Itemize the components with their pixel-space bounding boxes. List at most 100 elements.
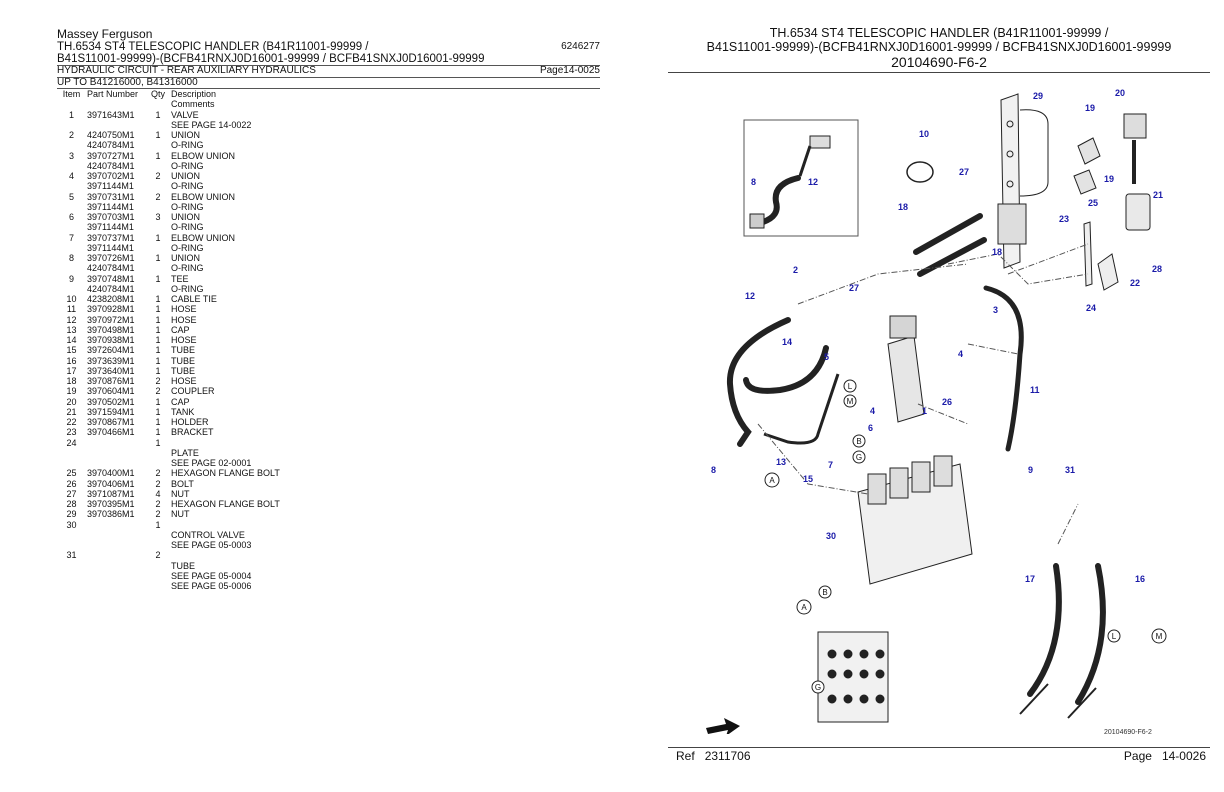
tank	[1125, 193, 1151, 231]
cell-item: 5	[68, 191, 74, 202]
table-row: SEE PAGE 02-0001	[57, 458, 600, 468]
cell-item: 9	[68, 273, 74, 284]
cell-qty: 1	[155, 150, 161, 161]
cell-item	[57, 202, 86, 212]
cell-item	[57, 571, 86, 581]
cell-desc: O-RING	[171, 222, 204, 233]
cell-qty: 1	[155, 253, 161, 263]
cell-item: 23	[66, 427, 77, 438]
cell-qty: 1	[155, 437, 161, 448]
callout-19b: 19	[1104, 174, 1114, 184]
cell-qty	[146, 181, 170, 191]
cell-qty: 1	[155, 345, 161, 356]
section-title: HYDRAULIC CIRCUIT - REAR AUXILIARY HYDRA…	[57, 65, 316, 76]
cell-part: 3973640M1	[87, 365, 135, 376]
cell-item: 10	[66, 294, 77, 304]
cell-qty	[146, 540, 170, 550]
footer: Ref 2311706 Page 14-0026	[676, 749, 1206, 763]
title-line-1: TH.6534 ST4 TELESCOPIC HANDLER (B41R1100…	[57, 41, 600, 53]
cell-part	[86, 571, 146, 581]
cell-item: 12	[66, 314, 77, 325]
hose-11	[983, 285, 1024, 452]
cell-item	[57, 161, 86, 171]
cell-qty: 1	[155, 396, 161, 407]
cell-qty: 1	[155, 335, 161, 345]
letter-G2: G	[815, 683, 821, 692]
cell-part: 3970703M1	[87, 212, 135, 222]
ref-label: Ref	[676, 749, 695, 763]
direction-arrow-icon	[706, 718, 740, 734]
callout-24: 24	[1086, 303, 1096, 313]
cell-desc: BOLT	[171, 478, 194, 489]
cell-qty: 1	[155, 417, 161, 427]
cell-qty: 1	[155, 324, 161, 335]
cell-qty: 1	[155, 304, 161, 315]
callout-25: 25	[1088, 198, 1098, 208]
callout-9: 9	[1028, 465, 1033, 475]
cell-qty	[146, 581, 170, 591]
cell-item: 16	[66, 355, 77, 366]
cell-qty: 1	[155, 314, 161, 325]
brand-name: Massey Ferguson	[57, 27, 153, 41]
cell-qty	[146, 161, 170, 171]
divider	[668, 72, 1210, 73]
letter-G: G	[856, 453, 862, 462]
inset-box	[743, 119, 859, 237]
cell-part: 3970726M1	[87, 253, 135, 263]
callout-4: 4	[958, 349, 963, 359]
cell-desc: NUT	[171, 509, 190, 520]
callout-12b: 12	[745, 291, 755, 301]
col-part-number: Part Number	[87, 89, 139, 99]
callout-21: 21	[1153, 190, 1163, 200]
cell-item: 15	[66, 345, 77, 356]
cell-desc: O-RING	[171, 201, 204, 212]
cell-item: 3	[68, 150, 74, 161]
cell-desc: HEXAGON FLANGE BOLT	[171, 468, 280, 479]
page-ref: Page14-0025	[539, 65, 600, 76]
callout-22: 22	[1130, 278, 1140, 288]
cell-desc: O-RING	[171, 242, 204, 253]
callout-12: 12	[808, 177, 818, 187]
cell-part: 3972604M1	[87, 345, 135, 356]
cell-qty: 4	[155, 488, 161, 499]
cell-desc: TUBE	[171, 365, 196, 376]
cell-item	[57, 181, 86, 191]
cell-qty: 2	[155, 509, 161, 520]
hose-12	[726, 317, 791, 447]
title-line-2: B41S11001-99999)-(BCFB41RNXJ0D16001-9999…	[57, 53, 485, 65]
callout-20: 20	[1115, 88, 1125, 98]
callout-17: 17	[1025, 574, 1035, 584]
cell-item: 7	[68, 232, 74, 243]
cell-part: 3970737M1	[87, 232, 135, 243]
cell-part	[86, 550, 146, 560]
ref-value: 2311706	[704, 749, 751, 763]
cell-qty: 2	[155, 550, 161, 561]
cell-item: 26	[66, 478, 77, 489]
tube-16	[1075, 563, 1106, 705]
cell-part: 4240784M1	[87, 160, 135, 171]
footer-divider	[668, 747, 1210, 748]
cell-qty	[146, 571, 170, 581]
cell-desc	[170, 550, 600, 560]
letter-A: A	[769, 476, 775, 485]
cell-part: 3970386M1	[87, 509, 135, 520]
cell-item: 31	[66, 550, 77, 561]
cell-part: 3971087M1	[87, 488, 135, 499]
cell-part	[86, 540, 146, 550]
cell-qty: 1	[155, 355, 161, 366]
